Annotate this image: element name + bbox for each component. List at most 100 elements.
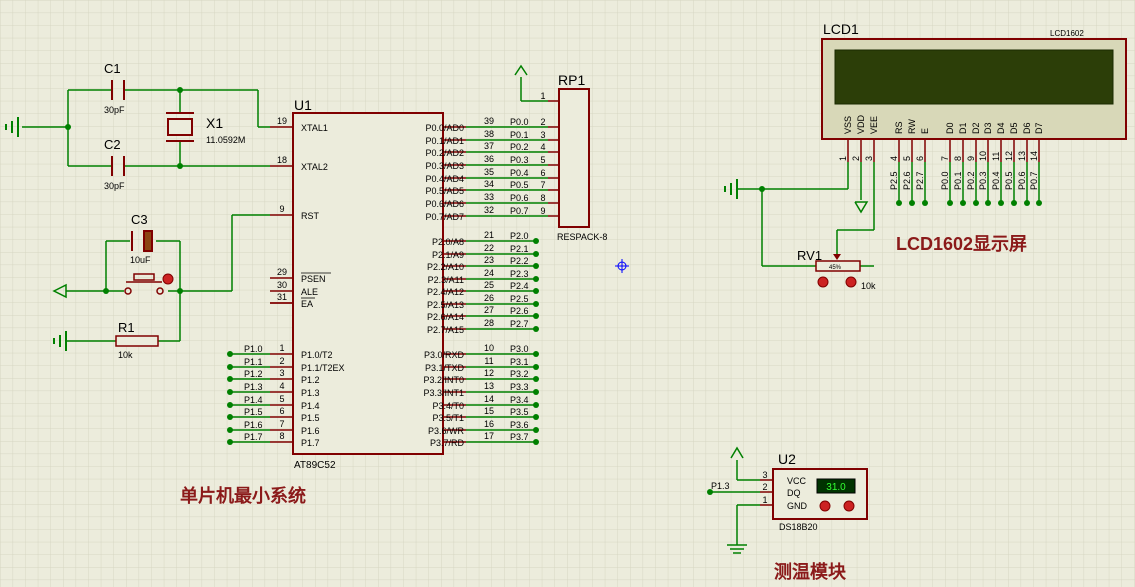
net-terminal-dot [227, 402, 233, 408]
u1-left-pin-name: P1.7 [301, 438, 320, 448]
u1-right-pin-name: P3.1/TXD [425, 363, 465, 373]
rp1-pin-number: 5 [540, 155, 545, 165]
lcd-ref: LCD1 [823, 21, 859, 37]
u2-increment-button[interactable] [843, 500, 855, 512]
u1-right-pin-name: P2.2/A10 [427, 262, 464, 272]
u1-right-pin-name: P0.3/AD3 [425, 161, 464, 171]
lcd-pin-name: VEE [869, 116, 879, 134]
port-net-label: P2.6 [510, 306, 529, 316]
net-terminal-dot [533, 238, 539, 244]
u1-right-pin-name: P0.7/AD7 [425, 212, 464, 222]
u1-left-pin-name: ALE [301, 287, 318, 297]
u1-right-pin-number: 15 [484, 406, 494, 416]
port-net-label: P0.7 [510, 206, 529, 216]
rp1-body[interactable] [558, 88, 590, 228]
u1-left-pin-name: P1.2 [301, 375, 320, 385]
net-terminal-dot [1011, 200, 1017, 206]
reset-button-state-icon[interactable] [162, 273, 174, 285]
port-net-label: P3.1 [510, 357, 529, 367]
net-terminal-dot [533, 389, 539, 395]
lcd-pin-name: RW [907, 119, 917, 134]
u2-pin-name: GND [787, 501, 808, 511]
rp1-pin-number: 6 [540, 168, 545, 178]
net-terminal-dot [1036, 200, 1042, 206]
u1-left-pin-number: 6 [279, 406, 284, 416]
lcd-pin-name: D5 [1009, 122, 1019, 134]
u1-left-pin-number: 1 [279, 343, 284, 353]
net-terminal-dot [533, 288, 539, 294]
lcd-net-label: P0.5 [1004, 171, 1014, 190]
r1-resistor[interactable] [115, 335, 159, 347]
c2-capacitor[interactable] [111, 156, 125, 176]
lcd-pin-name: D3 [983, 122, 993, 134]
lcd-pin-name: VSS [843, 116, 853, 134]
net-terminal-dot [227, 427, 233, 433]
port-net-label: P2.1 [510, 244, 529, 254]
u1-right-pin-number: 16 [484, 419, 494, 429]
c3-capacitor[interactable] [131, 230, 153, 252]
u1-left-pin-name: P1.0/T2 [301, 350, 333, 360]
lcd-pin-number: 4 [889, 156, 899, 161]
u1-right-pin-number: 14 [484, 394, 494, 404]
net-terminal-dot [533, 326, 539, 332]
lcd-pin-number: 9 [966, 156, 976, 161]
u1-left-pin-number: 3 [279, 368, 284, 378]
port-net-label: P3.5 [510, 407, 529, 417]
u1-left-pin-name: P1.4 [301, 401, 320, 411]
lcd-pin-number: 7 [940, 156, 950, 161]
lcd-pin-number: 8 [953, 156, 963, 161]
u1-left-pin-name: RST [301, 211, 320, 221]
net-terminal-dot [533, 263, 539, 269]
lcd-pin-number: 14 [1029, 151, 1039, 161]
r1-value: 10k [118, 350, 133, 360]
lcd-net-label: P0.4 [991, 171, 1001, 190]
net-terminal-dot [533, 251, 539, 257]
reset-button[interactable] [124, 273, 164, 295]
u1-right-pin-name: P2.0/A8 [432, 237, 464, 247]
port-net-labels: P0.0P0.1P0.2P0.3P0.4P0.5P0.6P0.7P2.0P2.1… [466, 117, 548, 445]
net-terminal-dot [533, 402, 539, 408]
u1-right-pin-name: P0.5/AD5 [425, 186, 464, 196]
x1-crystal[interactable] [166, 112, 194, 142]
oscillator-circuit [22, 89, 270, 167]
u1-right-pin-name: P0.4/AD4 [425, 174, 464, 184]
lcd-pin-number: 6 [915, 156, 925, 161]
net-terminal-dot [960, 200, 966, 206]
c1-capacitor[interactable] [111, 80, 125, 100]
u1-right-pin-number: 33 [484, 192, 494, 202]
u1-right-pin-number: 27 [484, 305, 494, 315]
u2-net-dot [707, 489, 713, 495]
u1-right-pin-number: 38 [484, 129, 494, 139]
x1-ref: X1 [206, 115, 223, 131]
u1-left-pin-name: P1.6 [301, 426, 320, 436]
power-arrow-reset [52, 283, 67, 299]
reset-junctions [103, 288, 183, 294]
u2-decrement-button[interactable] [819, 500, 831, 512]
net-terminal-dot [985, 200, 991, 206]
u2-pin-name: VCC [787, 476, 807, 486]
u1-right-pin-name: P3.2/INT0 [423, 375, 464, 385]
x1-value: 11.0592M [206, 135, 245, 145]
u1-right-pin-number: 12 [484, 368, 494, 378]
u1-right-pin-name: P2.4/A12 [427, 287, 464, 297]
net-terminal-dot [533, 276, 539, 282]
port-net-label: P3.7 [510, 432, 529, 442]
rp1-ref: RP1 [558, 72, 585, 88]
lcd-net-label: P0.0 [940, 171, 950, 190]
port-net-label: P0.5 [510, 180, 529, 190]
net-terminal-dot [533, 351, 539, 357]
u1-body[interactable] [292, 112, 444, 455]
port-net-label: P0.0 [510, 117, 529, 127]
port-net-label: P2.7 [510, 319, 529, 329]
u1-right-pin-name: P0.0/AD0 [425, 123, 464, 133]
u1-right-pin-number: 11 [484, 356, 493, 366]
p1-net-label: P1.6 [244, 420, 263, 430]
u1-left-pin-number: 2 [279, 356, 284, 366]
u1-right-pin-name: P0.2/AD2 [425, 148, 464, 158]
rv1-potentiometer[interactable]: 45% [815, 254, 861, 288]
net-terminal-dot [533, 313, 539, 319]
